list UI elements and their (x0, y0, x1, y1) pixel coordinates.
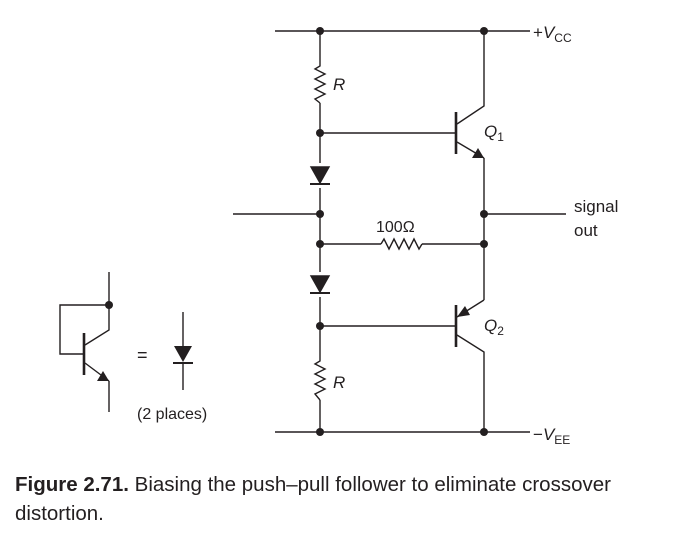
junction-dot (480, 240, 488, 248)
q1-label: Q (484, 122, 497, 141)
diode-connected-transistor (59, 272, 113, 412)
caption-number: Figure 2.71. (15, 473, 129, 496)
diode-bottom (309, 275, 331, 294)
vcc-subscript: CC (554, 31, 572, 45)
r-top-label: R (333, 75, 345, 94)
junction-dot (316, 129, 324, 137)
junction-dot (480, 428, 488, 436)
signal-out-label-line2: out (574, 221, 598, 240)
q2-label: Q (484, 316, 497, 335)
caption-text: Biasing the push–pull follower to elimin… (15, 473, 611, 525)
transistor-q1 (454, 31, 485, 159)
q1-subscript: 1 (497, 130, 504, 144)
junction-dot (316, 240, 324, 248)
resistor-r-bottom (313, 357, 327, 401)
transistor-q2 (454, 299, 485, 432)
junction-dot (316, 210, 324, 218)
svg-text:Q1: Q1 (484, 122, 504, 144)
junction-dot (316, 428, 324, 436)
equivalent-diode (173, 312, 193, 390)
vee-sign: − (533, 425, 543, 444)
r-bottom-label: R (333, 373, 345, 392)
resistor-100-ohm (320, 237, 484, 251)
vcc-sign: + (533, 23, 543, 42)
resistor-100-label: 100Ω (376, 219, 415, 236)
junction-dot (316, 322, 324, 330)
svg-text:Q2: Q2 (484, 316, 504, 338)
signal-out-label-line1: signal (574, 197, 618, 216)
vee-subscript: EE (554, 433, 570, 447)
vee-label: V (543, 425, 556, 444)
vcc-label: V (543, 23, 556, 42)
svg-text:−VEE: −VEE (533, 425, 570, 447)
figure-caption: Figure 2.71. Biasing the push–pull follo… (15, 470, 680, 528)
diode-top (309, 166, 331, 185)
junction-dot (480, 210, 488, 218)
svg-text:+VCC: +VCC (533, 23, 572, 45)
junction-dot (316, 27, 324, 35)
junction-dots (316, 27, 488, 436)
resistor-r-top (313, 62, 327, 104)
junction-dot (480, 27, 488, 35)
equals-sign: = (137, 345, 148, 365)
two-places-label: (2 places) (137, 406, 207, 423)
q2-subscript: 2 (497, 324, 504, 338)
